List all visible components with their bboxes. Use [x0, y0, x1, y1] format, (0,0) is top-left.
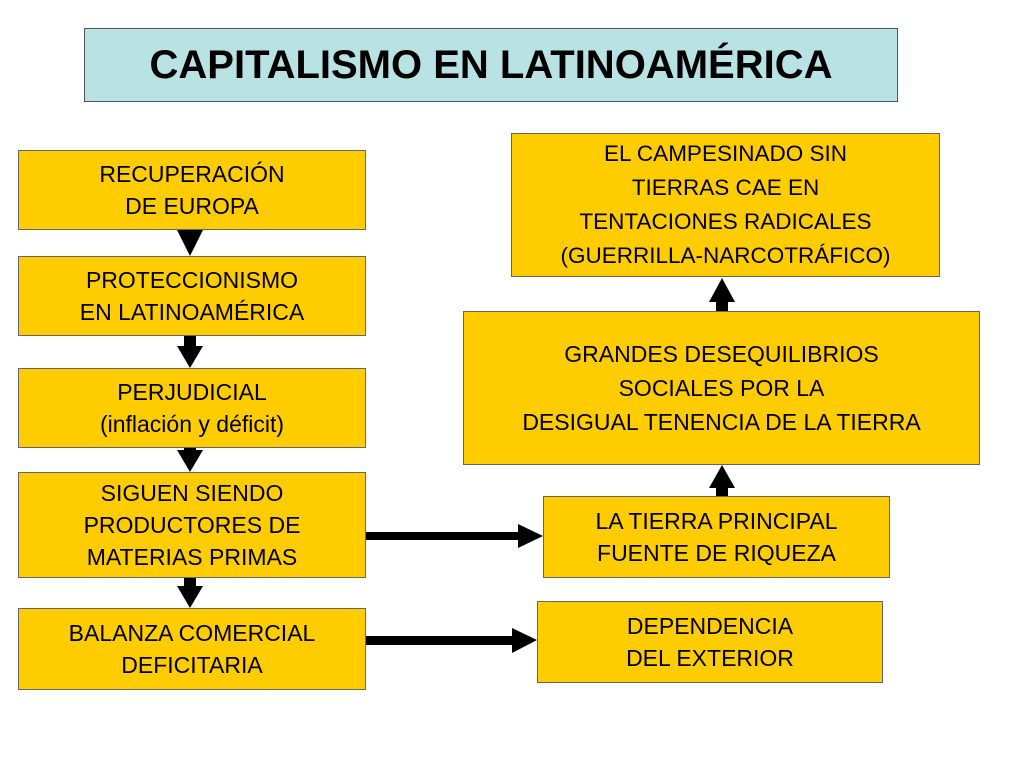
node-recuperacion-label: RECUPERACIÓN DE EUROPA [99, 161, 285, 219]
node-proteccionismo: PROTECCIONISMO EN LATINOAMÉRICA [18, 256, 366, 336]
arrow-perjudicial-to-siguen [177, 448, 203, 472]
arrow-balanza-to-dependencia [366, 628, 537, 653]
node-tierra-label: LA TIERRA PRINCIPAL FUENTE DE RIQUEZA [595, 508, 838, 566]
node-recuperacion-de-europa: RECUPERACIÓN DE EUROPA [18, 150, 366, 230]
arrow-tierra-to-desequilibrios [709, 465, 735, 496]
node-campesinado-sin-tierras: EL CAMPESINADO SIN TIERRAS CAE EN TENTAC… [511, 133, 940, 277]
arrow-desequilibrios-to-campesinado [709, 278, 735, 311]
node-desequilibrios-label: GRANDES DESEQUILIBRIOS SOCIALES POR LA D… [522, 341, 921, 435]
node-balanza-label: BALANZA COMERCIAL DEFICITARIA [68, 620, 316, 678]
node-perjudicial: PERJUDICIAL (inflación y déficit) [18, 368, 366, 448]
node-dependencia-label: DEPENDENCIA DEL EXTERIOR [626, 613, 794, 671]
arrow-proteccionismo-to-perjudicial [177, 336, 203, 368]
node-balanza-comercial: BALANZA COMERCIAL DEFICITARIA [18, 608, 366, 690]
node-tierra-principal: LA TIERRA PRINCIPAL FUENTE DE RIQUEZA [543, 496, 890, 578]
diagram-title: CAPITALISMO EN LATINOAMÉRICA [84, 28, 898, 102]
node-perjudicial-label: PERJUDICIAL (inflación y déficit) [99, 379, 285, 437]
diagram-title-text: CAPITALISMO EN LATINOAMÉRICA [149, 42, 833, 87]
node-siguen-label: SIGUEN SIENDO PRODUCTORES DE MATERIAS PR… [83, 480, 301, 570]
node-grandes-desequilibrios: GRANDES DESEQUILIBRIOS SOCIALES POR LA D… [463, 311, 980, 465]
node-campesinado-label: EL CAMPESINADO SIN TIERRAS CAE EN TENTAC… [560, 141, 891, 268]
arrow-siguen-to-balanza [177, 578, 203, 608]
node-proteccionismo-label: PROTECCIONISMO EN LATINOAMÉRICA [79, 267, 305, 325]
arrow-siguen-to-tierra [366, 524, 543, 548]
node-dependencia-exterior: DEPENDENCIA DEL EXTERIOR [537, 601, 883, 683]
node-productores-materias-primas: SIGUEN SIENDO PRODUCTORES DE MATERIAS PR… [18, 472, 366, 578]
arrow-recuperacion-to-proteccionismo [177, 230, 203, 256]
